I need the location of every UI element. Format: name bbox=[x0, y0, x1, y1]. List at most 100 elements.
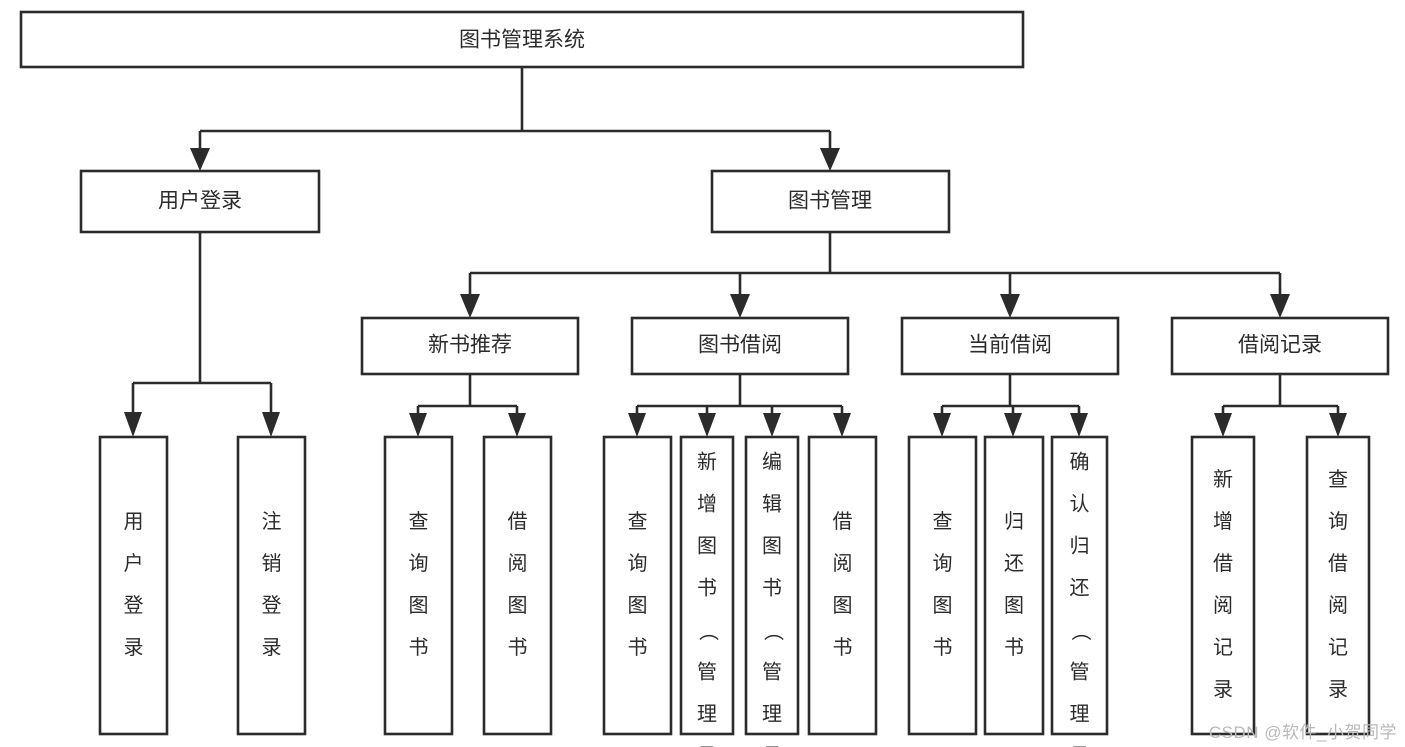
arrowhead-leaf-user-login bbox=[124, 412, 142, 437]
leaf-label-char: 确 bbox=[1070, 450, 1090, 473]
leaf-user-login-box[interactable] bbox=[98, 435, 169, 736]
leaf-query-book-3-box[interactable] bbox=[907, 435, 978, 736]
leaf-label-char: 新 bbox=[1213, 468, 1233, 491]
leaf-label-char: 理 bbox=[697, 703, 717, 725]
node-current-borrow[interactable]: 当前借阅 bbox=[900, 316, 1120, 376]
node-book-mgmt-label: 图书管理 bbox=[788, 190, 872, 213]
leaf-label-char: 询 bbox=[1328, 510, 1348, 533]
leaf-logout-box[interactable] bbox=[236, 435, 307, 736]
leaf-confirm-return-box[interactable] bbox=[1050, 435, 1109, 736]
leaf-label-char: 编 bbox=[762, 450, 782, 473]
leaf-user-login-label: 用户登录 bbox=[124, 511, 144, 659]
leaf-label-char: 书 bbox=[697, 576, 717, 599]
arrowhead-leaf-confirm-return bbox=[1070, 413, 1088, 437]
leaf-borrow-book-1-box[interactable] bbox=[482, 435, 553, 736]
node-book-borrow-label: 图书借阅 bbox=[698, 334, 782, 357]
node-book-borrow[interactable]: 图书借阅 bbox=[630, 316, 850, 376]
arrowhead-leaf-add-record bbox=[1214, 413, 1232, 437]
node-book-mgmt-box[interactable] bbox=[710, 169, 951, 234]
leaf-label-char: 员 bbox=[762, 745, 782, 747]
leaf-label-char: 图 bbox=[933, 595, 953, 617]
arrowhead-leaf-logout bbox=[262, 412, 280, 437]
arrowhead-new-book-rec bbox=[460, 294, 480, 318]
leaf-label-char: 图 bbox=[762, 535, 782, 557]
node-new-book-rec[interactable]: 新书推荐 bbox=[360, 316, 580, 376]
connector-group-book-borrow bbox=[628, 374, 851, 437]
leaf-label-char: 员 bbox=[697, 745, 717, 747]
leaf-label-char: 借 bbox=[1213, 552, 1233, 575]
node-borrow-record-label: 借阅记录 bbox=[1238, 334, 1322, 357]
leaf-label-char: 书 bbox=[1004, 636, 1024, 659]
leaf-query-book-2-box[interactable] bbox=[602, 435, 673, 736]
node-root-label: 图书管理系统 bbox=[459, 29, 585, 52]
leaf-label-char: 查 bbox=[933, 510, 953, 533]
leaf-return-book-box[interactable] bbox=[983, 435, 1045, 736]
leaf-label-char: 借 bbox=[508, 510, 528, 533]
leaf-label-char: 阅 bbox=[1328, 594, 1348, 617]
leaf-label-char: 书 bbox=[508, 636, 528, 659]
arrowhead-user-login bbox=[190, 148, 210, 171]
leaf-label-char: 用 bbox=[124, 511, 144, 533]
arrowhead-current-borrow bbox=[1000, 294, 1020, 318]
leaf-label-char: 借 bbox=[1328, 552, 1348, 575]
node-borrow-record[interactable]: 借阅记录 bbox=[1170, 316, 1390, 376]
leaf-label-char: 图 bbox=[409, 595, 429, 617]
node-root-box[interactable] bbox=[19, 10, 1025, 69]
connector-group-current-borrow bbox=[933, 374, 1088, 437]
leaf-label-char: 管 bbox=[762, 660, 782, 683]
leaf-label-char: 询 bbox=[933, 552, 953, 575]
leaf-add-record-box[interactable] bbox=[1190, 435, 1256, 736]
leaf-label-char: 管 bbox=[1070, 660, 1090, 683]
leaf-label-char: 书 bbox=[628, 636, 648, 659]
node-book-borrow-box[interactable] bbox=[630, 316, 850, 376]
leaf-node[interactable]: 用户登录 bbox=[98, 435, 169, 736]
node-user-login-box[interactable] bbox=[79, 169, 321, 234]
leaf-label-char: 录 bbox=[124, 637, 144, 659]
leaf-label-char: 登 bbox=[262, 594, 282, 617]
leaf-label-char: 借 bbox=[833, 510, 853, 533]
arrowhead-leaf-borrow-book-2 bbox=[833, 413, 851, 437]
leaf-label-char: 阅 bbox=[1213, 594, 1233, 617]
node-borrow-record-box[interactable] bbox=[1170, 316, 1390, 376]
leaf-label-char: 记 bbox=[1328, 636, 1348, 659]
leaf-add-book-box[interactable] bbox=[679, 435, 735, 736]
leaf-query-book-1-box[interactable] bbox=[383, 435, 454, 736]
node-book-mgmt[interactable]: 图书管理 bbox=[710, 169, 951, 234]
leaf-label-char: 还 bbox=[1070, 576, 1090, 599]
leaf-label-char: 录 bbox=[262, 637, 282, 659]
leaf-borrow-book-2-box[interactable] bbox=[807, 435, 878, 736]
leaf-label-char: 增 bbox=[697, 492, 717, 515]
leaf-edit-book-box[interactable] bbox=[744, 435, 800, 736]
node-current-borrow-box[interactable] bbox=[900, 316, 1120, 376]
leaf-node-layer: 用户登录注销登录查询图书借阅图书查询图书新增图书（管理员）编辑图书（管理员）借阅… bbox=[98, 435, 1371, 747]
leaf-label-char: 注 bbox=[262, 510, 282, 533]
leaf-label-char: 询 bbox=[628, 552, 648, 575]
leaf-label-char: 图 bbox=[1004, 595, 1024, 617]
leaf-label-char: 销 bbox=[262, 552, 282, 575]
leaf-label-char: 理 bbox=[1070, 703, 1090, 725]
node-new-book-rec-box[interactable] bbox=[360, 316, 580, 376]
leaf-query-record-box[interactable] bbox=[1305, 435, 1371, 736]
leaf-label-char: （ bbox=[1069, 621, 1092, 641]
leaf-label-char: 录 bbox=[1213, 679, 1233, 701]
node-user-login[interactable]: 用户登录 bbox=[79, 169, 321, 234]
leaf-label-char: 书 bbox=[762, 576, 782, 599]
node-root[interactable]: 图书管理系统 bbox=[19, 10, 1025, 69]
leaf-label-char: 记 bbox=[1213, 636, 1233, 659]
leaf-label-char: 登 bbox=[124, 594, 144, 617]
